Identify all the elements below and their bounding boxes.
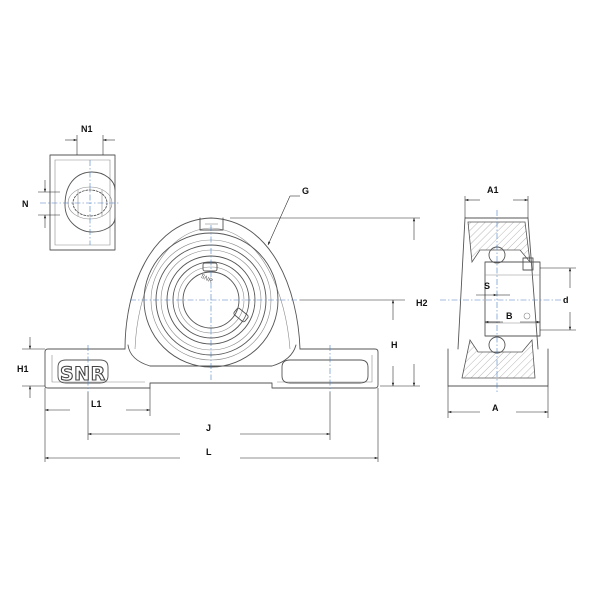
label-n1: N1	[81, 124, 93, 134]
snr-logo: SNR	[60, 363, 106, 385]
label-l: L	[206, 447, 212, 457]
label-b: B	[506, 311, 513, 321]
insert-marking: SNR	[199, 274, 214, 286]
dimension-lines	[22, 196, 576, 462]
label-j: J	[206, 423, 211, 433]
label-g: G	[302, 186, 309, 196]
label-h: H	[391, 340, 398, 350]
pillow-block-front-view: SNR SNR	[44, 217, 379, 392]
label-n: N	[22, 199, 29, 209]
dimension-labels: N1 N G A1 H2 H H1 S d B L1 J A L	[17, 124, 569, 457]
label-a: A	[492, 403, 499, 413]
label-l1: L1	[91, 399, 102, 409]
label-d: d	[563, 295, 569, 305]
slot-detail-view	[38, 135, 120, 251]
label-h1: H1	[17, 364, 29, 374]
side-section-view	[440, 210, 565, 392]
label-s: S	[484, 281, 490, 291]
g-callout	[267, 195, 300, 246]
label-a1: A1	[487, 185, 499, 195]
label-h2: H2	[416, 298, 428, 308]
